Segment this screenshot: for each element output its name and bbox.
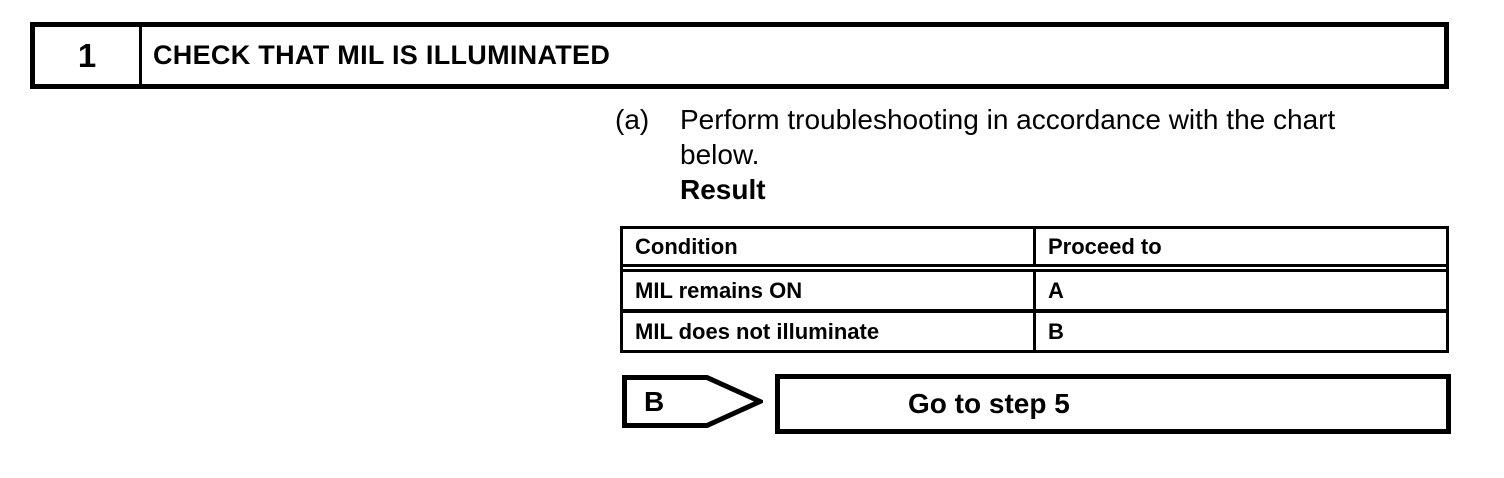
instruction-text-line-2: below.: [680, 139, 760, 170]
condition-cell: MIL does not illuminate: [623, 313, 1036, 350]
proceed-to-cell: A: [1048, 278, 1064, 303]
instruction-text-line-1: Perform troubleshooting in accordance wi…: [680, 104, 1336, 135]
instruction-body: Perform troubleshooting in accordance wi…: [680, 102, 1440, 207]
branch-arrow-icon: [622, 375, 763, 428]
result-table: Condition Proceed to MIL remains ON A MI…: [620, 226, 1449, 353]
result-table-header-row: Condition Proceed to: [623, 229, 1446, 272]
proceed-to-cell: B: [1048, 319, 1064, 344]
column-header-condition: Condition: [623, 229, 1036, 264]
step-header: 1 CHECK THAT MIL IS ILLUMINATED: [30, 22, 1449, 89]
goto-action-box: Go to step 5: [775, 374, 1451, 434]
step-title: CHECK THAT MIL IS ILLUMINATED: [153, 40, 611, 70]
step-number: 1: [35, 27, 142, 84]
condition-cell: MIL remains ON: [623, 272, 1036, 309]
result-label: Result: [680, 174, 766, 205]
instruction-list-marker: (a): [615, 104, 650, 135]
table-row: MIL remains ON A: [623, 272, 1446, 313]
table-row: MIL does not illuminate B: [623, 313, 1446, 350]
branch-label: B: [644, 385, 665, 417]
instruction-block: (a) Perform troubleshooting in accordanc…: [615, 102, 1440, 207]
goto-action-label: Go to step 5: [908, 388, 1070, 419]
branch-connector-arrow: B: [622, 375, 763, 428]
column-header-proceed-to: Proceed to: [1048, 234, 1162, 259]
